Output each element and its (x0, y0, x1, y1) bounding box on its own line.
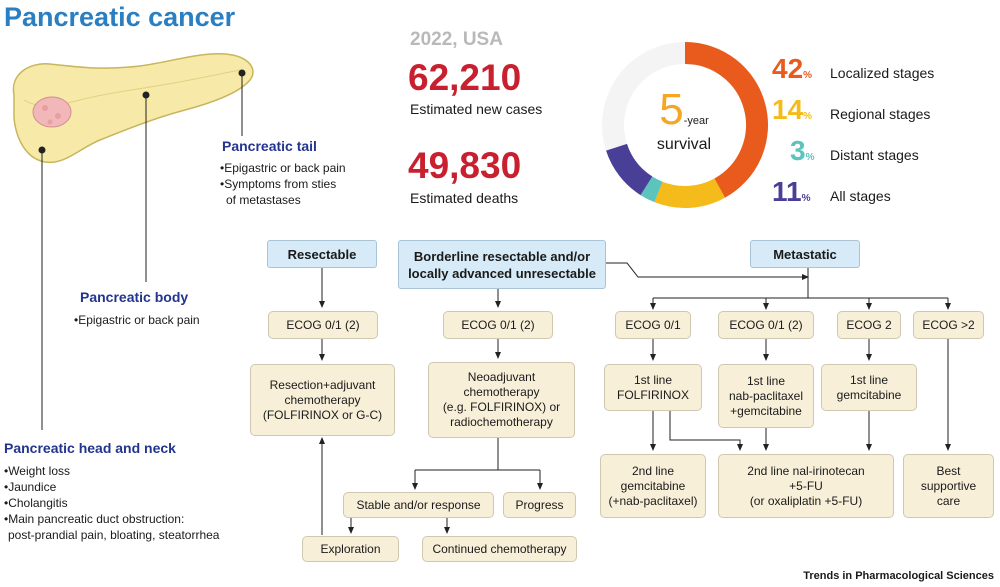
borderline-ecog: ECOG 0/1 (2) (443, 311, 553, 339)
tail-symptom: of metastases (226, 193, 301, 207)
stage-value: 3 (790, 135, 806, 166)
stats-region: 2022, USA (410, 29, 503, 50)
new-cases-label: Estimated new cases (410, 101, 543, 117)
treatment-line: Resection+adjuvant (269, 377, 376, 392)
treatment-line: radiochemotherapy (450, 415, 553, 429)
best-care-line: supportive (920, 478, 977, 493)
first-line-nab-paclitaxel: 1st line nab-paclitaxel +gemcitabine (718, 364, 814, 428)
head-symptom: •Main pancreatic duct obstruction: (4, 512, 185, 526)
stage-value: 14 (772, 94, 804, 125)
treatment-line: chemotherapy (463, 385, 540, 399)
first-line-line: nab-paclitaxel (728, 388, 804, 403)
treatment-line: (e.g. FOLFIRINOX) or (442, 400, 561, 414)
stage-unit: % (805, 152, 815, 163)
stage-label: All stages (830, 188, 891, 204)
metastatic-ecog: ECOG 0/1 (2) (718, 311, 814, 339)
continued-chemo-box: Continued chemotherapy (422, 536, 577, 562)
metastatic-ecog: ECOG 2 (837, 311, 901, 339)
first-line-line: +gemcitabine (730, 403, 802, 418)
head-title: Pancreatic head and neck (4, 440, 176, 456)
resectable-header: Resectable (267, 240, 377, 268)
first-line-line: 1st line (746, 373, 786, 388)
first-line-folfirinox: 1st line FOLFIRINOX (604, 364, 702, 411)
second-line-gemcitabine: 2nd line gemcitabine (+nab-paclitaxel) (600, 454, 706, 518)
best-care-line: Best (936, 463, 961, 478)
head-symptom: •Jaundice (4, 480, 57, 494)
stage-row: 14% (772, 95, 812, 132)
tail-symptom: •Epigastric or back pain (220, 161, 346, 175)
first-line-line: FOLFIRINOX (616, 387, 689, 402)
source-credit: Trends in Pharmacological Sciences (803, 570, 994, 582)
first-line-line: 1st line (633, 372, 673, 387)
second-line-line: (or oxaliplatin +5-FU) (749, 493, 863, 508)
stage-unit: % (803, 111, 813, 122)
best-care-line: care (936, 493, 961, 508)
first-line-line: gemcitabine (836, 387, 902, 402)
first-line-line: 1st line (849, 372, 889, 387)
stable-response-box: Stable and/or response (343, 492, 494, 518)
deaths-value: 49,830 (408, 145, 522, 186)
survival-label: survival (656, 136, 712, 153)
second-line-line: 2nd line (631, 463, 675, 478)
tail-title: Pancreatic tail (222, 138, 317, 154)
second-line-nal-irinotecan: 2nd line nal-irinotecan +5-FU (or oxalip… (718, 454, 894, 518)
second-line-line: 2nd line nal-irinotecan (747, 463, 865, 478)
donut-segment-2 (640, 176, 663, 203)
resectable-treatment: Resection+adjuvant chemotherapy (FOLFIRI… (250, 364, 395, 436)
treatment-line: chemotherapy (284, 392, 361, 407)
stage-row: 42% (772, 54, 812, 91)
metastatic-ecog: ECOG >2 (913, 311, 984, 339)
head-symptom: post-prandial pain, bloating, steatorrhe… (8, 528, 220, 542)
body-symptom: •Epigastric or back pain (74, 313, 200, 327)
survival-donut (602, 42, 768, 208)
best-supportive-care: Best supportive care (903, 454, 994, 518)
first-line-gemcitabine: 1st line gemcitabine (821, 364, 917, 411)
page-title: Pancreatic cancer (4, 2, 236, 32)
survival-suffix: -year (683, 115, 709, 127)
donut-segment-1 (654, 178, 725, 208)
stage-label: Localized stages (830, 65, 935, 81)
progress-box: Progress (503, 492, 576, 518)
second-line-line: +5-FU (789, 478, 823, 493)
borderline-header-line: locally advanced unresectable (408, 265, 596, 281)
survival-center: 5-year (634, 88, 734, 132)
donut-segment-0 (684, 42, 768, 198)
resectable-ecog: ECOG 0/1 (2) (268, 311, 378, 339)
deaths-label: Estimated deaths (410, 190, 519, 206)
new-cases-value: 62,210 (408, 57, 522, 98)
second-line-line: gemcitabine (620, 478, 686, 493)
head-symptom: •Weight loss (4, 464, 71, 478)
metastatic-ecog: ECOG 0/1 (615, 311, 691, 339)
treatment-line: Neoadjuvant (467, 370, 536, 384)
stage-row: 3% (790, 136, 814, 173)
tail-symptom: •Symptoms from sties (220, 177, 337, 191)
stage-label: Distant stages (830, 147, 919, 163)
body-title: Pancreatic body (80, 289, 189, 305)
pancreas-illustration (12, 52, 254, 164)
treatment-line: (FOLFIRINOX or G-C) (262, 407, 383, 422)
second-line-line: (+nab-paclitaxel) (608, 493, 698, 508)
stage-value: 11 (772, 176, 802, 207)
borderline-header-line: Borderline resectable and/or (413, 248, 591, 264)
stage-unit: % (801, 193, 811, 204)
stage-unit: % (803, 70, 813, 81)
stage-value: 42 (772, 53, 804, 84)
borderline-header: Borderline resectable and/or locally adv… (398, 240, 606, 289)
stage-label: Regional stages (830, 106, 931, 122)
head-symptom: •Cholangitis (4, 496, 68, 510)
donut-segment-3 (606, 143, 653, 196)
stage-row: 11% (772, 177, 811, 214)
borderline-treatment: Neoadjuvant chemotherapy (e.g. FOLFIRINO… (428, 362, 575, 438)
survival-number: 5 (659, 85, 684, 134)
exploration-box: Exploration (302, 536, 399, 562)
metastatic-header: Metastatic (750, 240, 860, 268)
